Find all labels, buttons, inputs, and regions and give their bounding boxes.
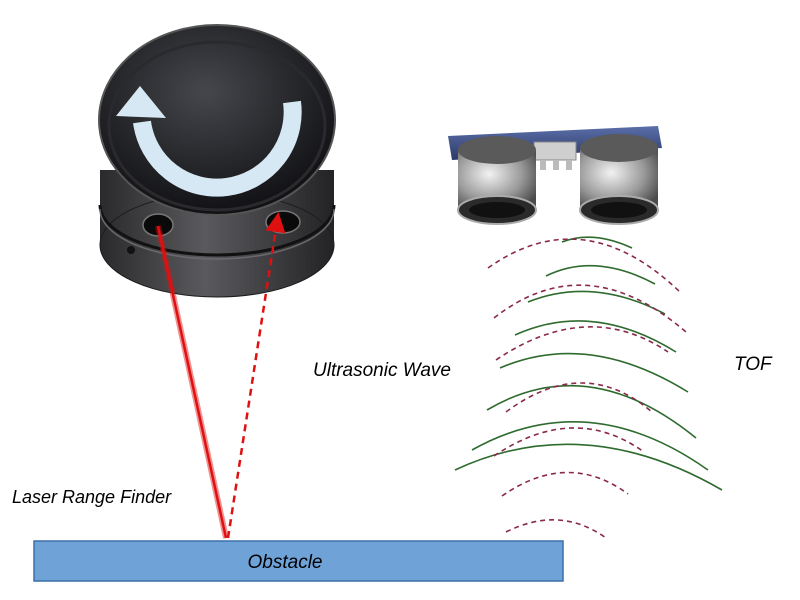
rotation-arrow-icon <box>116 86 302 197</box>
obstacle-bar <box>33 540 564 582</box>
lidar-sensor-icon <box>98 24 336 298</box>
reflected-waves <box>487 238 687 539</box>
reflected-wave-arc <box>493 284 687 333</box>
ultrasonic-sensor-icon <box>448 126 662 225</box>
obstacle-label: Obstacle <box>248 552 323 573</box>
ultrasonic-wave-label: Ultrasonic Wave <box>313 360 451 381</box>
emitted-wave-arc <box>561 236 633 249</box>
emitted-wave-arc <box>454 443 723 491</box>
laser-device <box>98 24 336 298</box>
emitted-wave-arc <box>471 421 709 471</box>
emitted-wave-arc <box>545 264 656 285</box>
emitted-wave-arc <box>514 320 677 353</box>
reflected-wave-arc <box>505 519 607 539</box>
emitted-wave-arc <box>499 352 689 393</box>
emitted-wave-arc <box>527 290 666 315</box>
laser-emitted-beam-core <box>156 225 228 539</box>
reflected-wave-arc <box>495 326 669 361</box>
reflected-wave-arc <box>487 238 681 293</box>
laser-reflected-beam <box>226 212 286 539</box>
reflected-wave-arc <box>501 471 629 497</box>
laser-beams <box>155 212 286 539</box>
tof-label: TOF <box>734 354 773 375</box>
reflected-wave-arc <box>505 382 653 413</box>
emitted-waves <box>454 236 723 491</box>
emitted-wave-arc <box>486 385 697 439</box>
obstacle: Obstacle <box>33 540 564 582</box>
laser-range-finder-label: Laser Range Finder <box>12 487 172 507</box>
reflected-wave-arc <box>493 427 645 457</box>
